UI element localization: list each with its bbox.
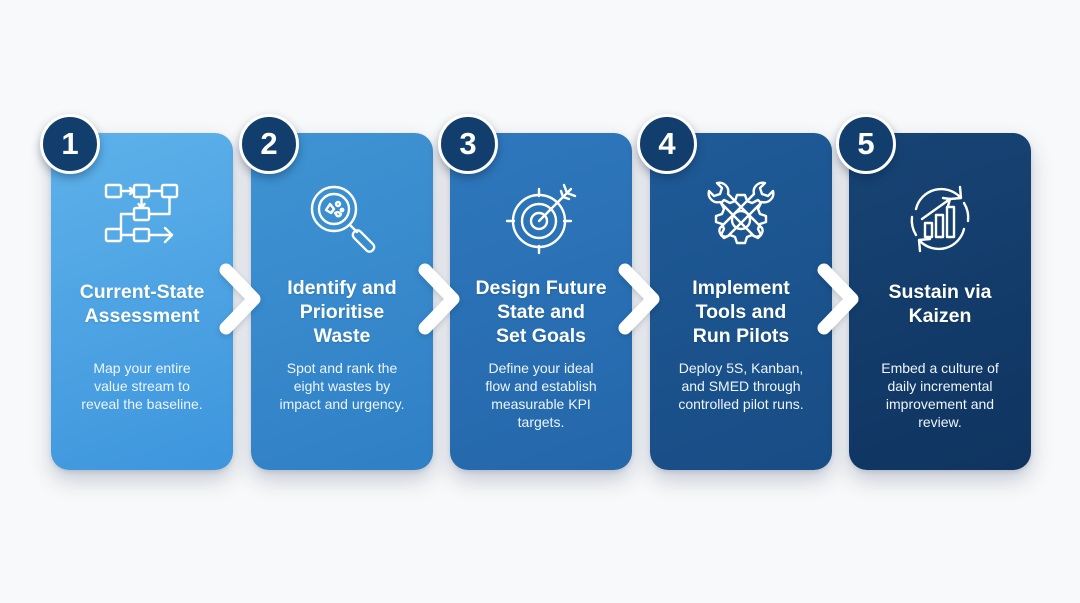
target-icon [501, 179, 581, 259]
gear-wrench-icon [701, 179, 781, 259]
flowchart-icon [102, 179, 182, 259]
step-card-4: Implement Tools and Run Pilots Deploy 5S… [650, 133, 832, 470]
chevron-right-icon [816, 262, 860, 336]
step-description: Map your entire value stream to reveal t… [81, 360, 203, 412]
chevron-right-icon [617, 262, 661, 336]
step-title: Design Future State and Set Goals [475, 277, 607, 347]
step-card-3: Design Future State and Set Goals Define… [450, 133, 632, 470]
magnifier-icon [302, 179, 382, 259]
step-card-1: Current-State Assessment Map your entire… [51, 133, 233, 470]
step-description: Spot and rank the eight wastes by impact… [279, 360, 405, 412]
step-description: Define your ideal flow and establish mea… [485, 360, 597, 430]
step-description: Embed a culture of daily incremental imp… [881, 360, 999, 430]
step-number-badge-3: 3 [438, 114, 498, 174]
step-card-2: Identify and Prioritise Waste Spot and r… [251, 133, 433, 470]
step-number-badge-1: 1 [40, 114, 100, 174]
step-number-badge-5: 5 [836, 114, 896, 174]
step-title: Identify and Prioritise Waste [287, 277, 397, 347]
chevron-right-icon [218, 262, 262, 336]
step-title: Current-State Assessment [79, 281, 205, 327]
step-number-badge-2: 2 [239, 114, 299, 174]
step-number-badge-4: 4 [637, 114, 697, 174]
step-title: Sustain via Kaizen [888, 281, 992, 327]
cycle-growth-icon [900, 179, 980, 259]
step-card-5: Sustain via Kaizen Embed a culture of da… [849, 133, 1031, 470]
chevron-right-icon [417, 262, 461, 336]
step-description: Deploy 5S, Kanban, and SMED through cont… [678, 360, 804, 412]
step-title: Implement Tools and Run Pilots [692, 277, 790, 347]
